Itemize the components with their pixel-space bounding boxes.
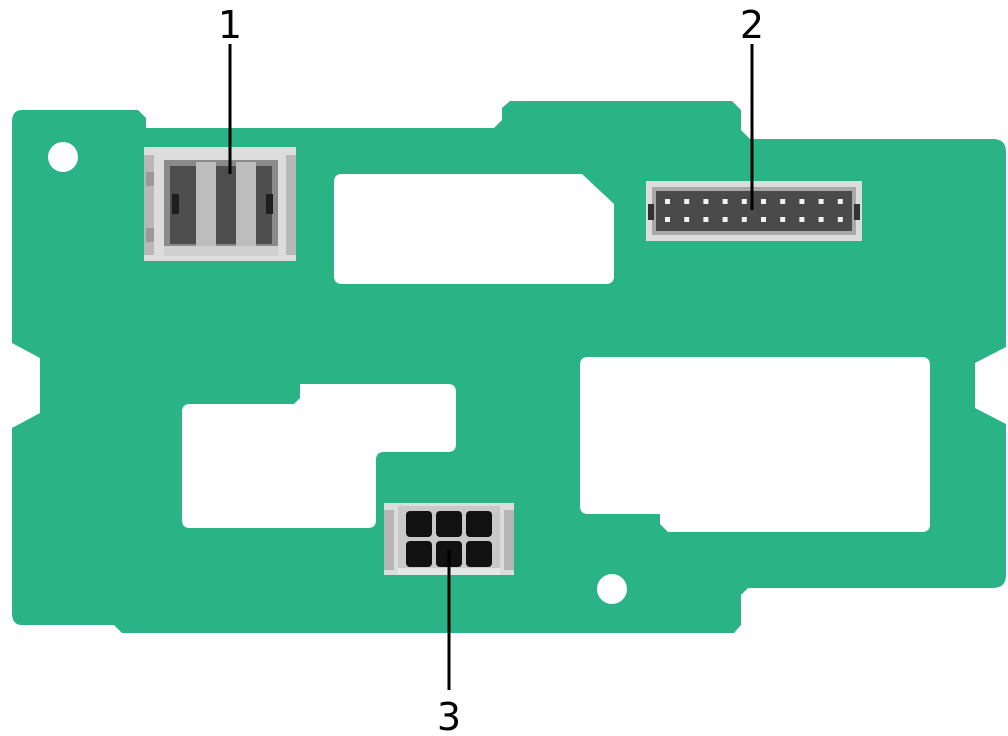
header-pin <box>684 217 690 222</box>
header-pin <box>741 217 747 222</box>
header-pin <box>703 199 709 204</box>
callout-label-1: 1 <box>218 3 242 47</box>
header-pin <box>703 217 709 222</box>
callout-label-3: 3 <box>437 695 461 736</box>
header-pin <box>837 199 843 204</box>
cutout-right <box>580 357 930 532</box>
header-pin <box>761 199 766 204</box>
header-pin <box>780 217 786 222</box>
header-pin <box>722 217 728 222</box>
sas-connector <box>144 147 296 261</box>
header-pin <box>799 199 805 204</box>
mounting-hole-top-left <box>48 142 78 172</box>
mounting-hole-bottom <box>597 574 627 604</box>
header-pin <box>780 199 786 204</box>
callout-label-2: 2 <box>740 3 764 47</box>
header-pin <box>684 199 690 204</box>
header-pins <box>665 199 843 222</box>
header-pin <box>741 199 747 204</box>
header-pin <box>665 199 670 204</box>
header-pin <box>837 217 843 222</box>
header-pin <box>761 217 766 222</box>
cutout-top-center <box>334 174 614 284</box>
header-pin <box>818 199 824 204</box>
cutout-left <box>182 384 456 528</box>
header-pin <box>799 217 805 222</box>
header-pin <box>665 217 670 222</box>
signal-header-connector <box>646 181 862 241</box>
header-pin <box>722 199 728 204</box>
header-pin <box>818 217 824 222</box>
